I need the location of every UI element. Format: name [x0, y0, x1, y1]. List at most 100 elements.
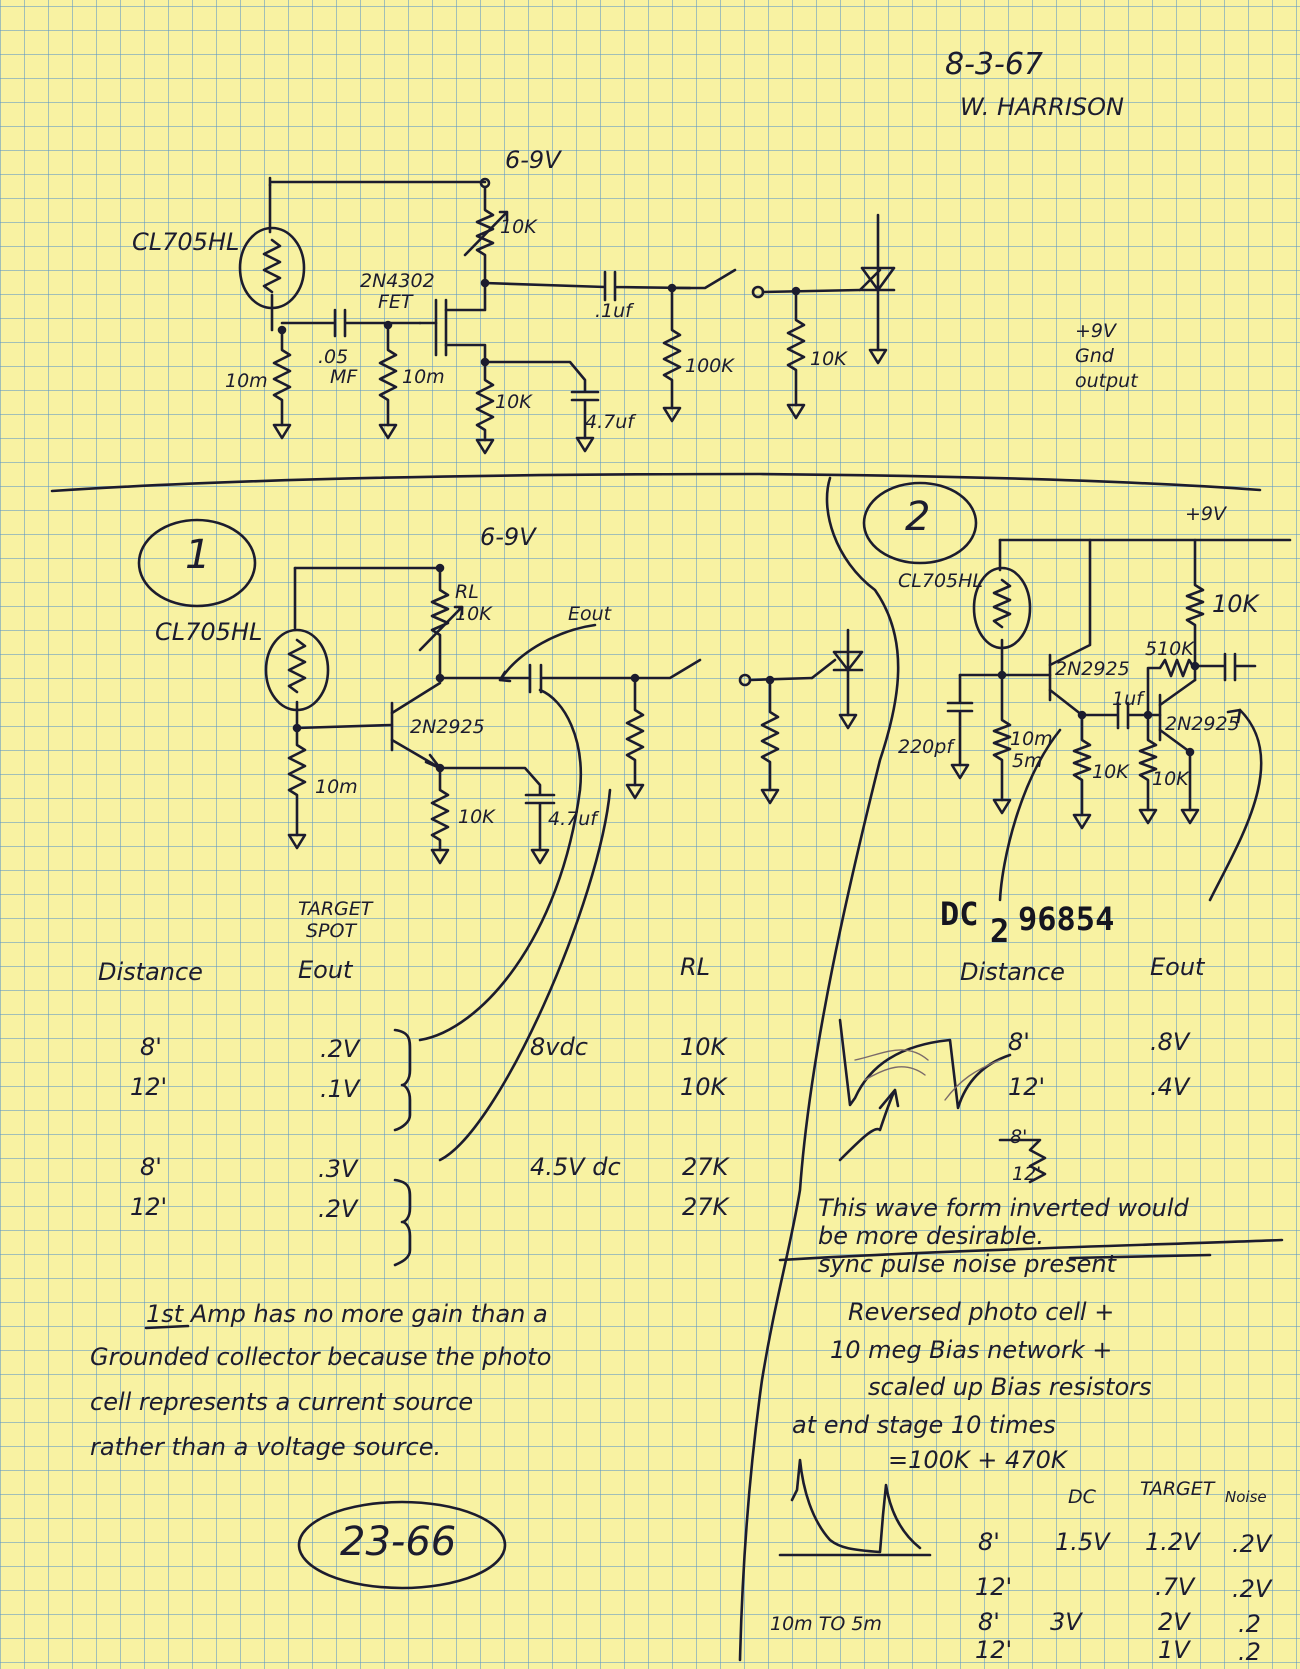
section-2-coupling-cap-label: 1uf — [1112, 688, 1143, 710]
section-2-e1-resistor-label: 10K — [1092, 761, 1129, 783]
amp-note-line-3: cell represents a current source — [90, 1388, 474, 1416]
table2-row1-distance: 8' — [1008, 1028, 1030, 1056]
amp-note-line-1: 1st Amp has no more gain than a — [146, 1300, 548, 1328]
table2-row1-eout: .8V — [1150, 1028, 1190, 1056]
top-source-cap-label: 4.7uf — [585, 411, 634, 433]
table1-group2-supply: 4.5V dc — [530, 1153, 621, 1181]
top-bias-resistor-label: 10m — [225, 370, 268, 392]
output-note-line-2: Gnd — [1075, 345, 1114, 367]
page-number: 23-66 — [340, 1519, 457, 1565]
top-gate-bias-resistor-label: 10K — [810, 348, 847, 370]
amp-note-line-4: rather than a voltage source. — [90, 1433, 442, 1461]
section-1-rl-label: RL — [455, 581, 479, 603]
table1-row4-distance: 12' — [130, 1193, 168, 1221]
stamp-digit: 2 — [990, 912, 1010, 950]
top-fet-label: 2N4302 — [360, 270, 435, 292]
top-input-cap-label: .05 — [318, 346, 349, 368]
section-1-transistor-label: 2N2925 — [410, 716, 485, 738]
reversed-note-line-5: =100K + 470K — [888, 1446, 1067, 1474]
page-number-oval — [297, 1500, 507, 1590]
table1-col-rl: RL — [680, 953, 711, 981]
section-2-input-cap-label: 220pf — [898, 736, 954, 758]
section-1-rl-value: 10K — [455, 603, 492, 625]
waveform-section-3 — [778, 1458, 932, 1557]
table1-row1-distance: 8' — [140, 1033, 162, 1061]
reversed-note-line-4: at end stage 10 times — [792, 1411, 1056, 1439]
table3-row4-distance: 12' — [975, 1636, 1013, 1664]
section-2-collector-resistor-label: 10K — [1212, 590, 1259, 618]
top-source-resistor-label: 10K — [495, 391, 532, 413]
table1-heading-spot: SPOT — [306, 920, 357, 942]
waveform-note-line-3: sync pulse noise present — [818, 1250, 1116, 1278]
top-photocell-label: CL705HL — [132, 228, 240, 256]
section-divider — [738, 476, 900, 1662]
underline-present — [1068, 1253, 1212, 1260]
table1-row3-distance: 8' — [140, 1153, 162, 1181]
table3-row2-target: .7V — [1155, 1573, 1195, 1601]
output-note-line-3: output — [1075, 370, 1138, 392]
table3-col-target: TARGET — [1140, 1478, 1215, 1500]
separator-line — [50, 472, 1262, 493]
section-2-q2-label: 2N2925 — [1165, 713, 1240, 735]
table1-row1-rl: 10K — [680, 1033, 727, 1061]
section-2-q1-label: 2N2925 — [1055, 658, 1130, 680]
top-drain-resistor-label: 10K — [500, 216, 537, 238]
notes-divider — [778, 1238, 1284, 1262]
section-2-schematic — [946, 538, 1292, 902]
table1-row4-eout: .2V — [318, 1195, 358, 1223]
table3-row2-distance: 12' — [975, 1573, 1013, 1601]
table1-row3-eout: .3V — [318, 1155, 358, 1183]
table3-row4-target: 1V — [1158, 1636, 1190, 1664]
top-output-resistor-label: 100K — [685, 355, 734, 377]
top-coupling-cap-label: .1uf — [595, 300, 632, 322]
reversed-note-line-3: scaled up Bias resistors — [868, 1373, 1152, 1401]
waveform-note-line-2: be more desirable. — [818, 1222, 1044, 1250]
reversed-note-line-1: Reversed photo cell + — [848, 1298, 1115, 1326]
table2-small-note-1: 8' — [1010, 1126, 1028, 1148]
table1-row2-distance: 12' — [130, 1073, 168, 1101]
section-2-bias1-resistor-label: 10m — [1010, 728, 1053, 750]
section-2-number: 2 — [905, 494, 931, 540]
table3-row3-distance: 8' — [978, 1608, 1000, 1636]
section-1-number: 1 — [185, 532, 211, 578]
brace-group-2 — [393, 1178, 412, 1267]
author-name: W. HARRISON — [960, 93, 1125, 121]
stamp-prefix: DC — [940, 895, 979, 933]
section-1-emitter-resistor-label: 10K — [458, 806, 495, 828]
top-input-cap-unit: MF — [330, 366, 358, 388]
date: 8-3-67 — [945, 47, 1043, 82]
table1-row2-eout: .1V — [320, 1075, 360, 1103]
waveform-note-line-1: This wave form inverted would — [818, 1194, 1189, 1222]
section-2-e2-resistor-label: 10K — [1152, 768, 1189, 790]
table1-group1-supply: 8vdc — [530, 1033, 588, 1061]
table3-row3-noise: .2 — [1238, 1610, 1261, 1638]
table2-small-note-2: 12' — [1012, 1163, 1042, 1185]
section-2-supply-label: +9V — [1185, 503, 1227, 525]
reversed-note-line-2: 10 meg Bias network + — [830, 1336, 1113, 1364]
amp-note-line-2: Grounded collector because the photo — [90, 1343, 552, 1371]
table3-row1-distance: 8' — [978, 1528, 1000, 1556]
stamp-number: 96854 — [1018, 900, 1115, 938]
brace-group-1 — [393, 1028, 412, 1132]
table2-row2-eout: .4V — [1150, 1073, 1190, 1101]
section-1-eout-label: Eout — [568, 603, 612, 625]
top-supply-label: 6-9V — [505, 146, 561, 174]
table3-row1-target: 1.2V — [1145, 1528, 1200, 1556]
table1-col-distance: Distance — [98, 958, 203, 986]
table3-row3-target: 2V — [1158, 1608, 1190, 1636]
section-1-bias-resistor-label: 10m — [315, 776, 358, 798]
table3-row4-noise: .2 — [1238, 1638, 1261, 1666]
table1-col-eout: Eout — [298, 956, 353, 984]
section-1-emitter-cap-label: 4.7uf — [548, 808, 597, 830]
section-1-schematic — [264, 563, 864, 1162]
table2-col-distance: Distance — [960, 958, 1065, 986]
section-2-bias2-resistor-label: 5m — [1012, 750, 1043, 772]
table1-row2-rl: 10K — [680, 1073, 727, 1101]
table3-row1-noise: .2V — [1232, 1530, 1272, 1558]
table1-row1-eout: .2V — [320, 1035, 360, 1063]
section-1-photocell-label: CL705HL — [155, 618, 263, 646]
table3-row2-noise: .2V — [1232, 1575, 1272, 1603]
section-2-photocell-label: CL705HL — [898, 570, 983, 592]
